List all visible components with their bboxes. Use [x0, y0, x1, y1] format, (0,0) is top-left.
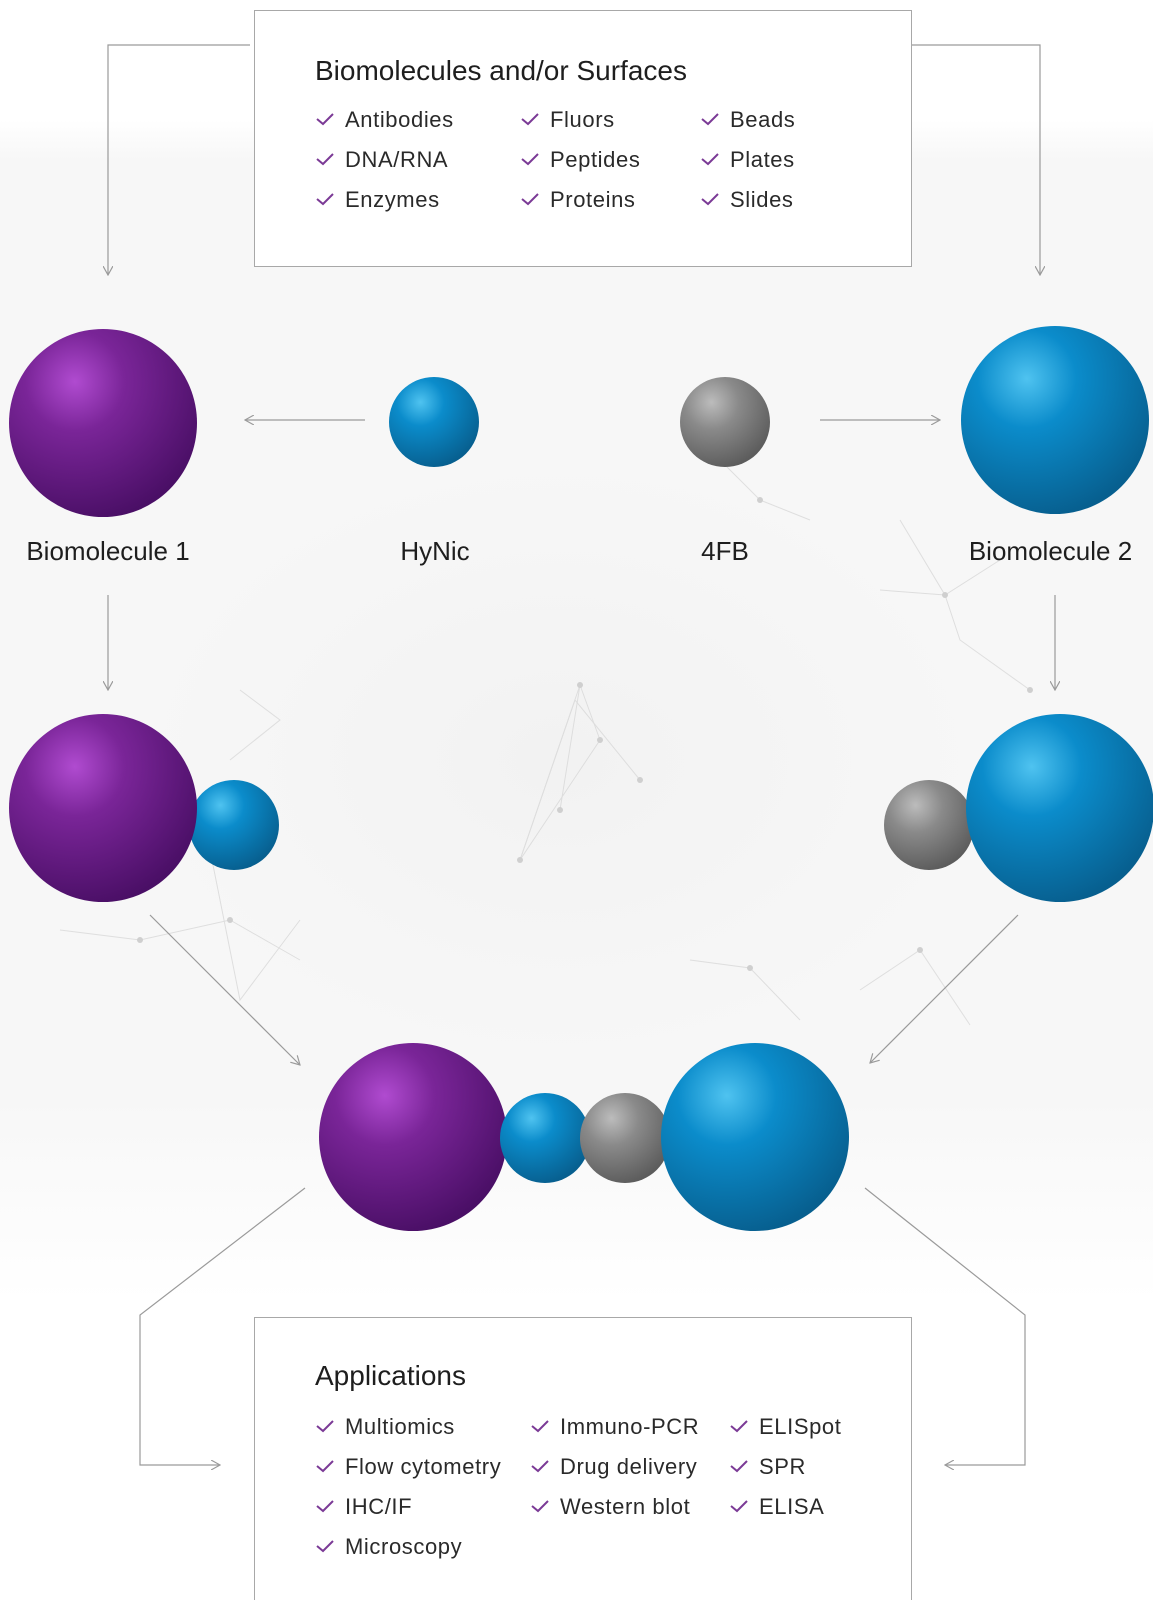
list-item-peptides: Peptides — [520, 147, 640, 173]
check-icon — [316, 1460, 334, 1473]
biomolecules-surfaces-title: Biomolecules and/or Surfaces — [315, 55, 687, 86]
check-icon — [701, 153, 719, 166]
list-item-drug-delivery: Drug delivery — [530, 1454, 697, 1480]
check-icon — [316, 1540, 334, 1553]
item-label: Enzymes — [345, 187, 440, 212]
list-item-fluors: Fluors — [520, 107, 615, 133]
check-icon — [531, 1460, 549, 1473]
check-icon — [701, 193, 719, 206]
final-4fb-sphere — [580, 1093, 670, 1183]
list-item-western-blot: Western blot — [530, 1494, 690, 1520]
check-icon — [730, 1460, 748, 1473]
item-label: Beads — [730, 107, 796, 132]
biomolecule-1-sphere — [9, 329, 197, 517]
arrow-left-conjugate-to-final — [149, 914, 300, 1065]
arrow-final-to-applications-right — [864, 1187, 1026, 1465]
network-nodes — [137, 497, 1033, 971]
4fb-label: 4FB — [701, 536, 749, 566]
list-item-flow-cytometry: Flow cytometry — [315, 1454, 501, 1480]
item-label: ELISpot — [759, 1414, 842, 1439]
hynic-modified-small-sphere — [189, 780, 279, 870]
item-label: SPR — [759, 1454, 807, 1479]
item-label: Multiomics — [345, 1414, 455, 1439]
4fb-modified-biomolecule-2-sphere — [966, 714, 1153, 902]
list-item-slides: Slides — [700, 187, 794, 213]
item-label: Antibodies — [345, 107, 454, 132]
arrow-top-to-biomolecule-2 — [895, 44, 1040, 275]
item-label: Western blot — [560, 1494, 691, 1519]
check-icon — [730, 1420, 748, 1433]
arrow-top-to-biomolecule-1 — [108, 44, 250, 275]
check-icon — [316, 153, 334, 166]
list-item-plates: Plates — [700, 147, 795, 173]
item-label: Fluors — [550, 107, 615, 132]
item-label: Microscopy — [345, 1534, 463, 1559]
list-item-spr: SPR — [729, 1454, 806, 1480]
list-item-proteins: Proteins — [520, 187, 636, 213]
hynic-modified-biomolecule-1-sphere — [9, 714, 197, 902]
item-label: Flow cytometry — [345, 1454, 502, 1479]
connectors — [108, 44, 1055, 1465]
list-item-multiomics: Multiomics — [315, 1414, 455, 1440]
hynic-sphere — [389, 377, 479, 467]
check-icon — [316, 1500, 334, 1513]
list-item-elispot: ELISpot — [729, 1414, 841, 1440]
applications-title: Applications — [315, 1360, 466, 1391]
item-label: Slides — [730, 187, 794, 212]
item-label: Plates — [730, 147, 795, 172]
item-label: Peptides — [550, 147, 641, 172]
biomolecule-2-sphere — [961, 326, 1149, 514]
final-biomolecule-1-sphere — [319, 1043, 507, 1231]
check-icon — [521, 193, 539, 206]
item-label: Drug delivery — [560, 1454, 698, 1479]
list-item-beads: Beads — [700, 107, 795, 133]
check-icon — [521, 113, 539, 126]
biomolecule-2-label: Biomolecule 2 — [968, 536, 1133, 566]
list-item-elisa: ELISA — [729, 1494, 824, 1520]
list-item-immuno-pcr: Immuno-PCR — [530, 1414, 699, 1440]
list-item-microscopy: Microscopy — [315, 1534, 462, 1560]
network-lines — [59, 439, 1031, 1026]
biomolecule-1-label: Biomolecule 1 — [26, 536, 190, 566]
check-icon — [531, 1500, 549, 1513]
check-icon — [316, 193, 334, 206]
list-item-ihc-if: IHC/IF — [315, 1494, 412, 1520]
check-icon — [531, 1420, 549, 1433]
4fb-modified-small-sphere — [884, 780, 974, 870]
biomolecules-surfaces-box: Biomolecules and/or Surfaces Antibodies … — [254, 10, 912, 267]
arrow-right-conjugate-to-final — [870, 914, 1019, 1063]
list-item-enzymes: Enzymes — [315, 187, 440, 213]
check-icon — [316, 113, 334, 126]
hynic-label: HyNic — [400, 536, 470, 566]
check-icon — [521, 153, 539, 166]
check-icon — [316, 1420, 334, 1433]
list-item-dna-rna: DNA/RNA — [315, 147, 448, 173]
list-item-antibodies: Antibodies — [315, 107, 454, 133]
item-label: Immuno-PCR — [560, 1414, 700, 1439]
item-label: IHC/IF — [345, 1494, 413, 1519]
applications-box: Applications Multiomics Flow cytometry I… — [254, 1317, 912, 1600]
item-label: ELISA — [759, 1494, 825, 1519]
final-biomolecule-2-sphere — [661, 1043, 849, 1231]
final-hynic-sphere — [500, 1093, 590, 1183]
check-icon — [730, 1500, 748, 1513]
4fb-sphere — [680, 377, 770, 467]
check-icon — [701, 113, 719, 126]
arrow-final-to-applications-left — [139, 1187, 306, 1465]
item-label: Proteins — [550, 187, 636, 212]
item-label: DNA/RNA — [345, 147, 449, 172]
